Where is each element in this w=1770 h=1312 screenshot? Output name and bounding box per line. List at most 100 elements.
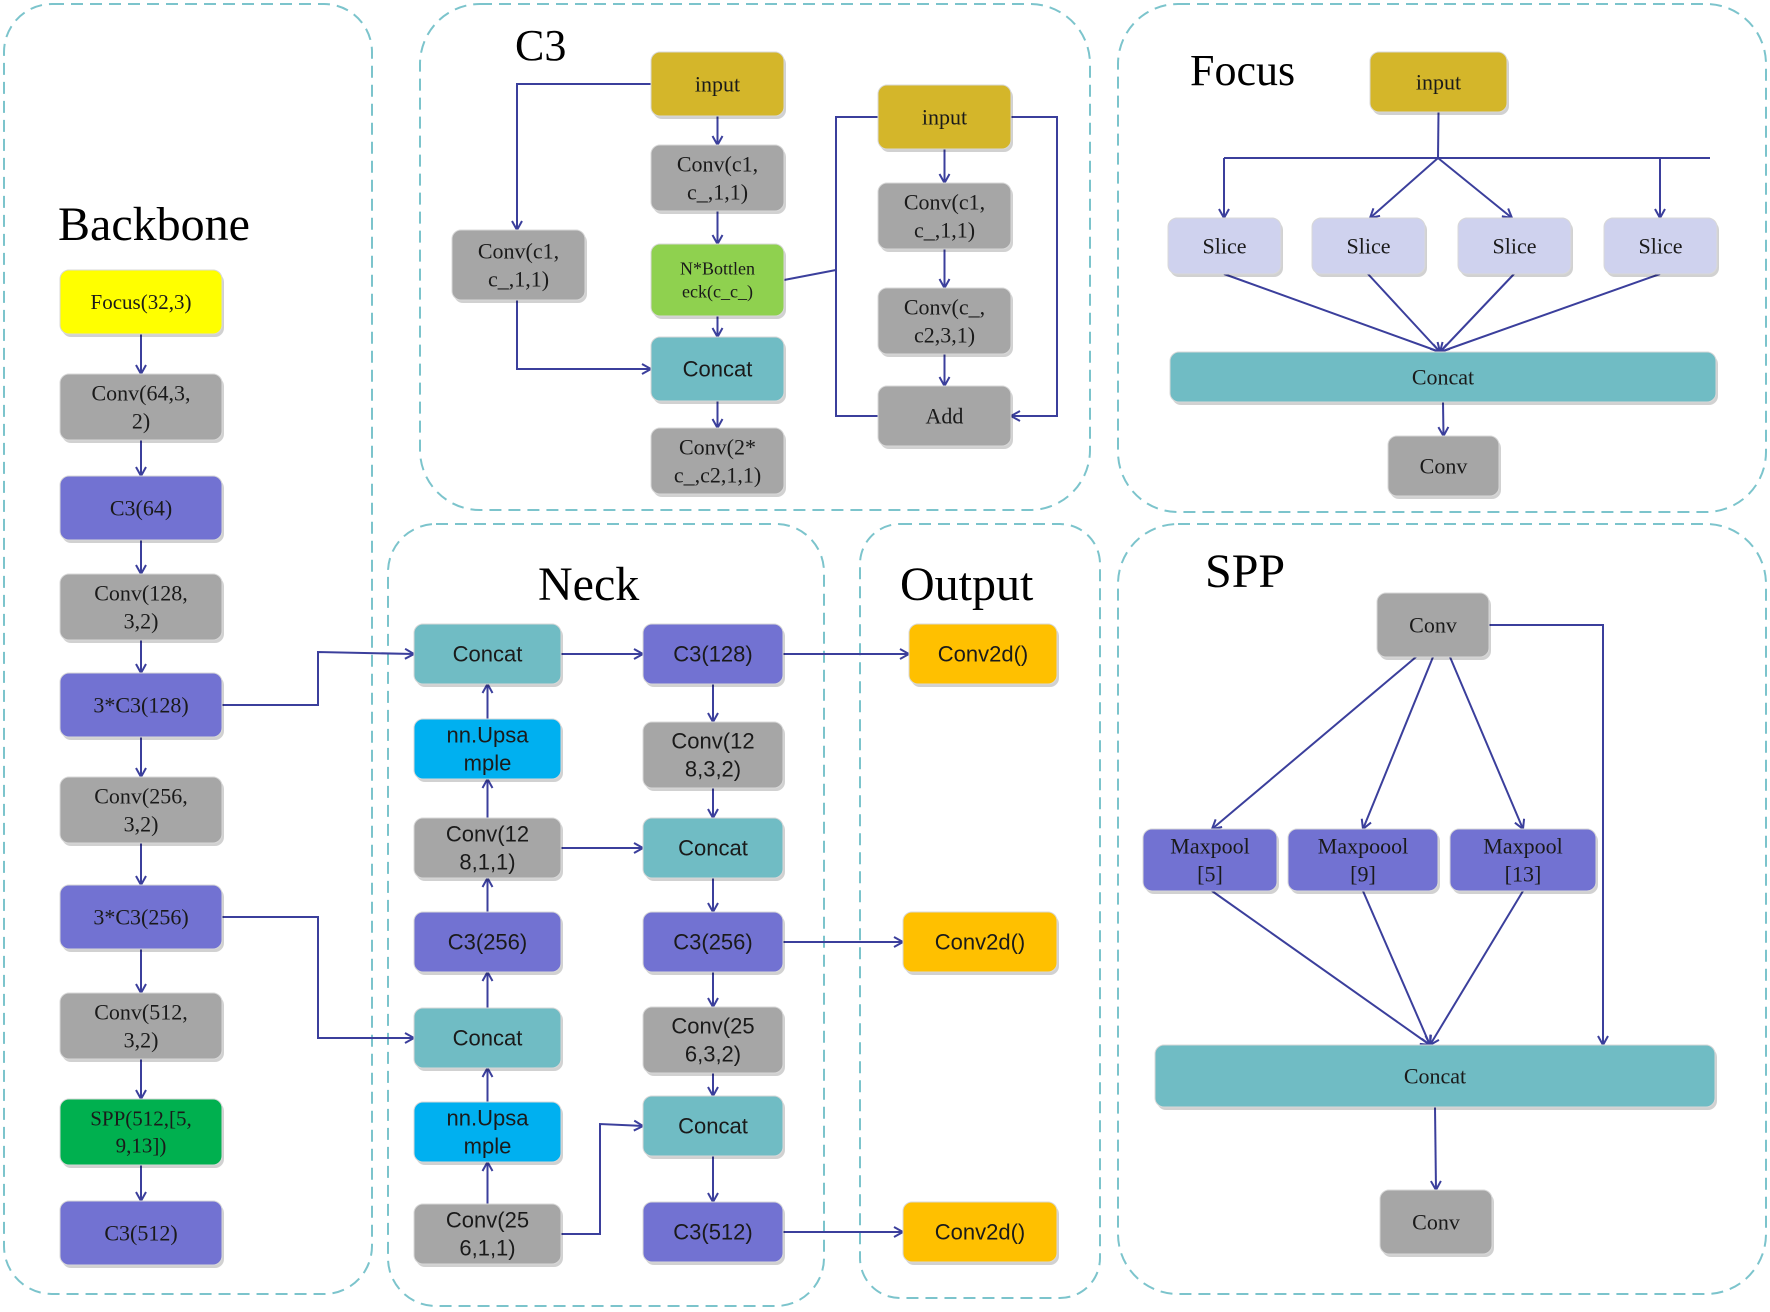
node-spp-mp9: Maxpoool [9] [1287, 828, 1440, 894]
node-label: Maxpool [1170, 833, 1249, 858]
node-bb-conv3: Conv(256, 3,2) [59, 776, 224, 846]
node-label: SPP(512,[5, [90, 1107, 192, 1131]
node-label: 6,1,1) [459, 1236, 515, 1261]
node-label: 8,1,1) [459, 850, 515, 875]
node-nk-conv4: Conv(25 6,3,2) [642, 1006, 785, 1076]
node-label: Conv(25 [671, 1013, 754, 1038]
panel-spp: SPP [1117, 523, 1767, 1295]
node-label: Conv [1412, 1210, 1460, 1235]
node-out-2: Conv2d() [902, 911, 1059, 975]
node-nk-c3-512: C3(512) [642, 1201, 785, 1265]
edge-59 [1362, 890, 1430, 1045]
node-label: Concat [453, 1026, 523, 1051]
node-nk-concat3: Concat [642, 817, 785, 881]
node-fo-concat: Concat [1169, 351, 1718, 405]
node-spp-mp5: Maxpool[5] [1142, 828, 1279, 894]
node-label: Concat [678, 836, 748, 861]
node-label: 6,3,2) [685, 1042, 741, 1067]
node-nk-c3-256b: C3(256) [642, 911, 785, 975]
node-label: N*Bottlen [680, 258, 755, 278]
edge-60 [1430, 890, 1524, 1045]
node-c3b-conv2: Conv(c_, c2,3,1) [877, 287, 1013, 357]
edge-18 [783, 269, 837, 281]
node-label: nn.Upsa [447, 722, 530, 747]
panel-title-backbone: Backbone [58, 198, 250, 251]
node-bb-c3-256: 3*C3(256) [59, 884, 224, 952]
edge-19 [835, 116, 878, 270]
panel-focus: Focus [1117, 3, 1767, 513]
node-nk-concat1: Concat [413, 623, 563, 687]
edge-25 [1437, 111, 1440, 159]
node-label: Conv(512, [94, 999, 188, 1024]
node-label: Conv(128, [94, 580, 188, 605]
node-label: Maxpoool [1318, 833, 1408, 858]
node-nk-concat4: Concat [642, 1095, 785, 1159]
node-bb-conv4: Conv(512, 3,2) [59, 992, 224, 1062]
node-c3b-conv1: Conv(c1,c_,1,1) [877, 182, 1013, 252]
edge-32 [1367, 273, 1440, 352]
node-label: Conv(256, [94, 783, 188, 808]
node-nk-conv2: Conv(25 6,1,1) [413, 1203, 563, 1267]
node-label: 3,2) [124, 1028, 159, 1053]
node-label: Conv(2* [679, 434, 756, 459]
edge-55 [1363, 656, 1434, 829]
node-spp-mp13: Maxpool[13] [1449, 828, 1598, 894]
node-label: C3(256) [673, 930, 752, 955]
node-label: C3(64) [110, 496, 172, 521]
panel-output: Output [859, 523, 1101, 1299]
node-label: c_,1,1) [687, 180, 748, 205]
edge-56 [1449, 656, 1523, 829]
node-c3b-add: Add [877, 385, 1013, 449]
node-label: 2) [132, 409, 150, 434]
node-label: Concat [683, 357, 753, 382]
node-label: C3(128) [673, 642, 752, 667]
edge-11 [222, 916, 414, 1038]
node-out-3: Conv2d() [902, 1201, 1059, 1265]
node-spp-conv-out: Conv [1379, 1189, 1494, 1257]
node-label: C3(256) [448, 930, 527, 955]
node-c3-conv-out: Conv(2* c_,c2,1,1) [650, 427, 786, 497]
node-out-1: Conv2d() [908, 623, 1059, 687]
node-label: 3,2) [124, 812, 159, 837]
node-label: 3,2) [124, 609, 159, 634]
edge-33 [1440, 273, 1515, 352]
node-label: [9] [1350, 862, 1376, 887]
node-label: Conv(25 [446, 1207, 529, 1232]
node-label: eck(c_c_) [682, 282, 753, 303]
node-label: C3(512) [104, 1221, 177, 1246]
node-label: 9,13]) [116, 1133, 167, 1157]
node-c3-bottleneck: N*Bottlen eck(c_c_) [650, 243, 786, 319]
node-nk-conv1: Conv(12 8,1,1) [413, 817, 563, 881]
node-label: Conv [1409, 613, 1457, 638]
node-label: input [1416, 70, 1461, 95]
node-fo-input: input [1369, 51, 1509, 115]
node-label: Conv(12 [446, 821, 529, 846]
node-bb-c3-512: C3(512) [59, 1200, 224, 1268]
edge-16 [517, 83, 651, 230]
node-label: mple [464, 751, 512, 776]
node-label: Slice [1203, 234, 1247, 259]
edge-10 [222, 652, 414, 706]
node-c3-concat: Concat [650, 336, 786, 404]
node-nk-c3-256a: C3(256) [413, 911, 563, 975]
node-c3b-input: input [877, 84, 1013, 152]
node-label: Conv [1420, 454, 1468, 479]
node-label: Slice [1493, 234, 1537, 259]
node-label: mple [464, 1134, 512, 1159]
node-label: [13] [1505, 862, 1542, 887]
edge-28 [1370, 157, 1439, 218]
edge-58 [1211, 890, 1430, 1045]
panel-backbone: Backbone [3, 3, 373, 1295]
node-label: Concat [1412, 365, 1474, 390]
panel-title-spp: SPP [1205, 545, 1285, 598]
node-fo-conv: Conv [1387, 435, 1501, 499]
node-label: Conv2d() [935, 1220, 1025, 1245]
node-label: C3(512) [673, 1220, 752, 1245]
node-label: c_,c2,1,1) [674, 463, 761, 488]
node-label: Conv(c_, [904, 294, 985, 319]
node-fo-slice3: Slice [1457, 217, 1573, 277]
node-label: Slice [1639, 234, 1683, 259]
node-fo-slice1: Slice [1167, 217, 1283, 277]
node-label: c2,3,1) [914, 323, 975, 348]
